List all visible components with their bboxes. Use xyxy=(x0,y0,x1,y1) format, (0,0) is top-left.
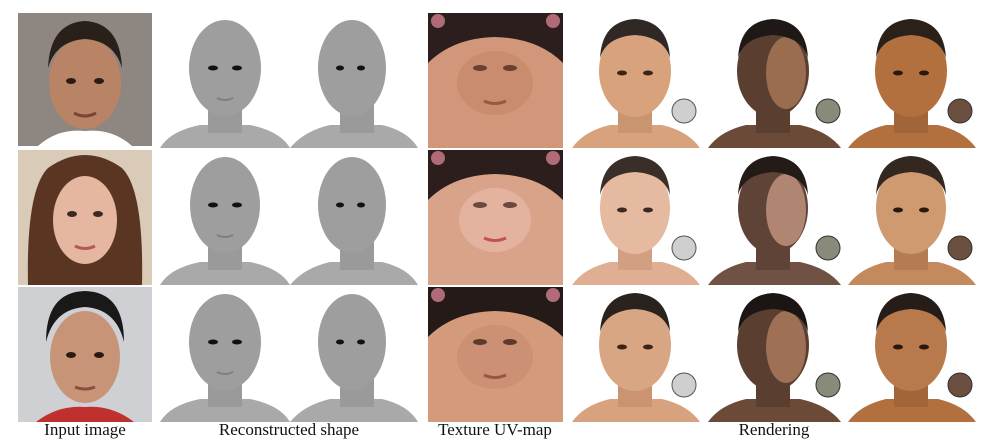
caption-reconstructed-shape: Reconstructed shape xyxy=(218,420,360,439)
texture-uv-row3 xyxy=(428,287,563,422)
shape-side-row1 xyxy=(290,13,418,148)
shape-front-row1 xyxy=(160,13,290,148)
input-image-row1 xyxy=(18,13,152,146)
shape-front-row2 xyxy=(160,150,290,285)
rendering-shadow-row3 xyxy=(708,287,841,422)
shape-side-row2 xyxy=(290,150,418,285)
input-image-row3 xyxy=(18,287,152,422)
caption-input-image: Input image xyxy=(44,420,126,439)
shape-side-row3 xyxy=(290,287,418,422)
rendering-lit-row1 xyxy=(572,13,700,148)
caption-texture-uv-map: Texture UV-map xyxy=(438,420,552,439)
rendering-shadow-row1 xyxy=(708,13,841,148)
texture-uv-row1 xyxy=(428,13,563,148)
rendering-shadow-row2 xyxy=(708,150,841,285)
rendering-lit-row2 xyxy=(572,150,700,285)
rendering-warm-row3 xyxy=(848,287,976,422)
shape-front-row3 xyxy=(160,287,290,422)
caption-rendering: Rendering xyxy=(738,420,810,439)
rendering-lit-row3 xyxy=(572,287,700,422)
rendering-warm-row2 xyxy=(848,150,976,285)
input-image-row2 xyxy=(18,150,152,285)
texture-uv-row2 xyxy=(428,150,563,285)
rendering-warm-row1 xyxy=(848,13,976,148)
